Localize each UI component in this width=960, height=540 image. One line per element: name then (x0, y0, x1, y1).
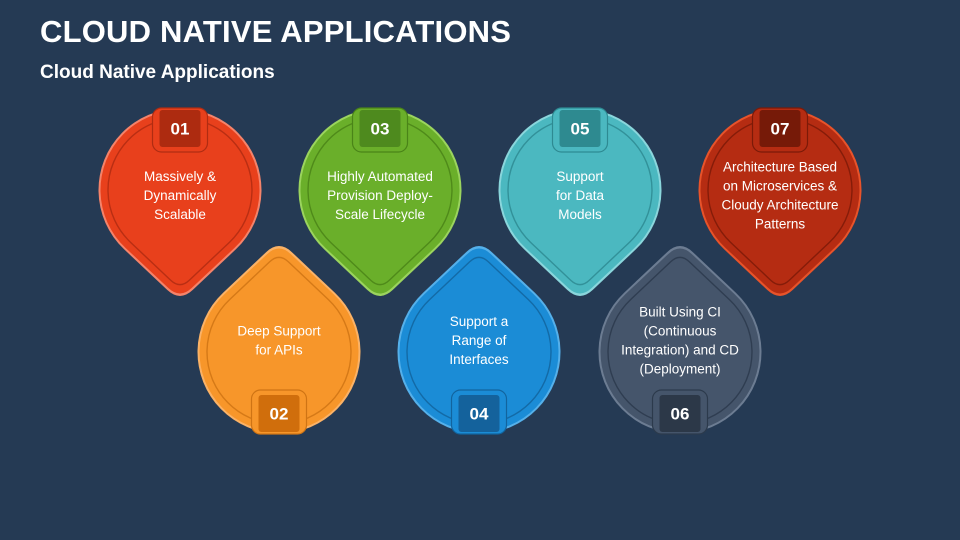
number-badge (759, 110, 801, 147)
pin-inner-outline (607, 256, 753, 425)
pin-item-02: 02 Deep Support for APIs (197, 246, 361, 435)
pin-label-line: on Microservices & (723, 179, 837, 194)
number-badge (258, 395, 300, 432)
number-badge-label: 06 (671, 405, 690, 424)
pin-inner-outline (507, 117, 653, 286)
pin-body (300, 110, 460, 294)
number-badge (159, 110, 201, 147)
pin-inner-outline (206, 256, 352, 425)
page-title: CLOUD NATIVE APPLICATIONS (40, 14, 512, 49)
pin-label-line: Range of (452, 333, 507, 348)
pin-inner-outline (307, 117, 453, 286)
number-badge (359, 110, 401, 147)
pin-label-line: for APIs (255, 343, 303, 358)
number-badge-label: 07 (771, 120, 790, 139)
pin-body (600, 248, 760, 432)
pin-inner-outline (406, 256, 552, 425)
pin-inner-outline (107, 117, 253, 286)
pin-label-line: Patterns (755, 217, 806, 232)
number-badge-label: 02 (270, 405, 289, 424)
page-subtitle: Cloud Native Applications (40, 62, 275, 83)
pin-label-line: Integration) and CD (621, 343, 739, 358)
pin-label-line: Deep Support (237, 324, 321, 339)
number-badge (458, 395, 500, 432)
pin-label-line: Interfaces (449, 352, 509, 367)
pin-body (700, 110, 860, 294)
pin-label-line: Scalable (154, 207, 206, 222)
pin-label-line: Scale Lifecycle (335, 207, 425, 222)
pin-label-line: Models (558, 207, 602, 222)
pin-label-line: Support (556, 169, 604, 184)
pin-label-line: Highly Automated (327, 169, 433, 184)
number-badge-label: 04 (470, 405, 489, 424)
pin-label-line: Cloudy Architecture (721, 198, 838, 213)
pin-body (399, 248, 559, 432)
pin-label-line: Built Using CI (639, 305, 721, 320)
pin-body (199, 248, 359, 432)
pin-body (100, 110, 260, 294)
pin-label-line: (Deployment) (639, 362, 720, 377)
number-badge (559, 110, 601, 147)
pin-label-line: Massively & (144, 169, 216, 184)
pin-label-line: Dynamically (144, 188, 217, 203)
number-badge-label: 01 (171, 120, 190, 139)
pin-inner-outline (707, 117, 853, 286)
pin-label-line: (Continuous (644, 324, 717, 339)
pin-label-line: Support a (450, 314, 509, 329)
pin-label-line: Architecture Based (723, 160, 837, 175)
pin-body (500, 110, 660, 294)
pin-label-line: Provision Deploy- (327, 188, 433, 203)
number-badge-label: 05 (571, 120, 590, 139)
number-badge (659, 395, 701, 432)
pin-item-04: 04 Support a Range of Interfaces (397, 246, 561, 435)
number-badge-label: 03 (371, 120, 390, 139)
pin-label-line: for Data (556, 188, 605, 203)
pin-item-06: 06 Built Using CI (ContinuousIntegration) … (598, 246, 762, 435)
